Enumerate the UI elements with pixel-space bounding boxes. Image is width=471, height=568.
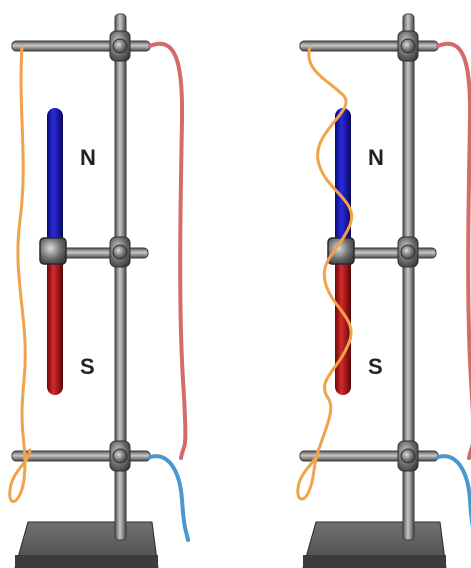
north-pole-label: N	[368, 145, 384, 170]
red-wire	[436, 41, 471, 460]
magnet-holder-clamp	[39, 237, 67, 265]
magnet-north-pole	[335, 108, 351, 250]
stand-base-edge	[303, 555, 446, 568]
orange-coil-wire	[8, 45, 32, 503]
panel-left: NS	[8, 13, 190, 568]
magnet-holder-clamp	[327, 237, 355, 265]
clamp-knob	[400, 244, 416, 260]
magnet-north-pole	[47, 108, 63, 250]
red-wire	[148, 41, 188, 460]
clamp-knob	[400, 448, 416, 464]
clamp-knob	[112, 244, 128, 260]
stand-base-edge	[15, 555, 158, 568]
south-pole-label: S	[80, 354, 95, 379]
blue-wire	[148, 454, 190, 542]
orange-coil-wire	[296, 45, 354, 501]
panel-right: NS	[296, 13, 471, 568]
north-pole-label: N	[80, 145, 96, 170]
clamp-knob	[112, 448, 128, 464]
magnet-south-pole	[47, 250, 63, 395]
south-pole-label: S	[368, 354, 383, 379]
stand-vertical-rod	[114, 13, 127, 541]
clamp-knob	[112, 38, 128, 54]
stand-vertical-rod	[402, 13, 415, 541]
clamp-knob	[400, 38, 416, 54]
blue-wire	[436, 454, 471, 528]
